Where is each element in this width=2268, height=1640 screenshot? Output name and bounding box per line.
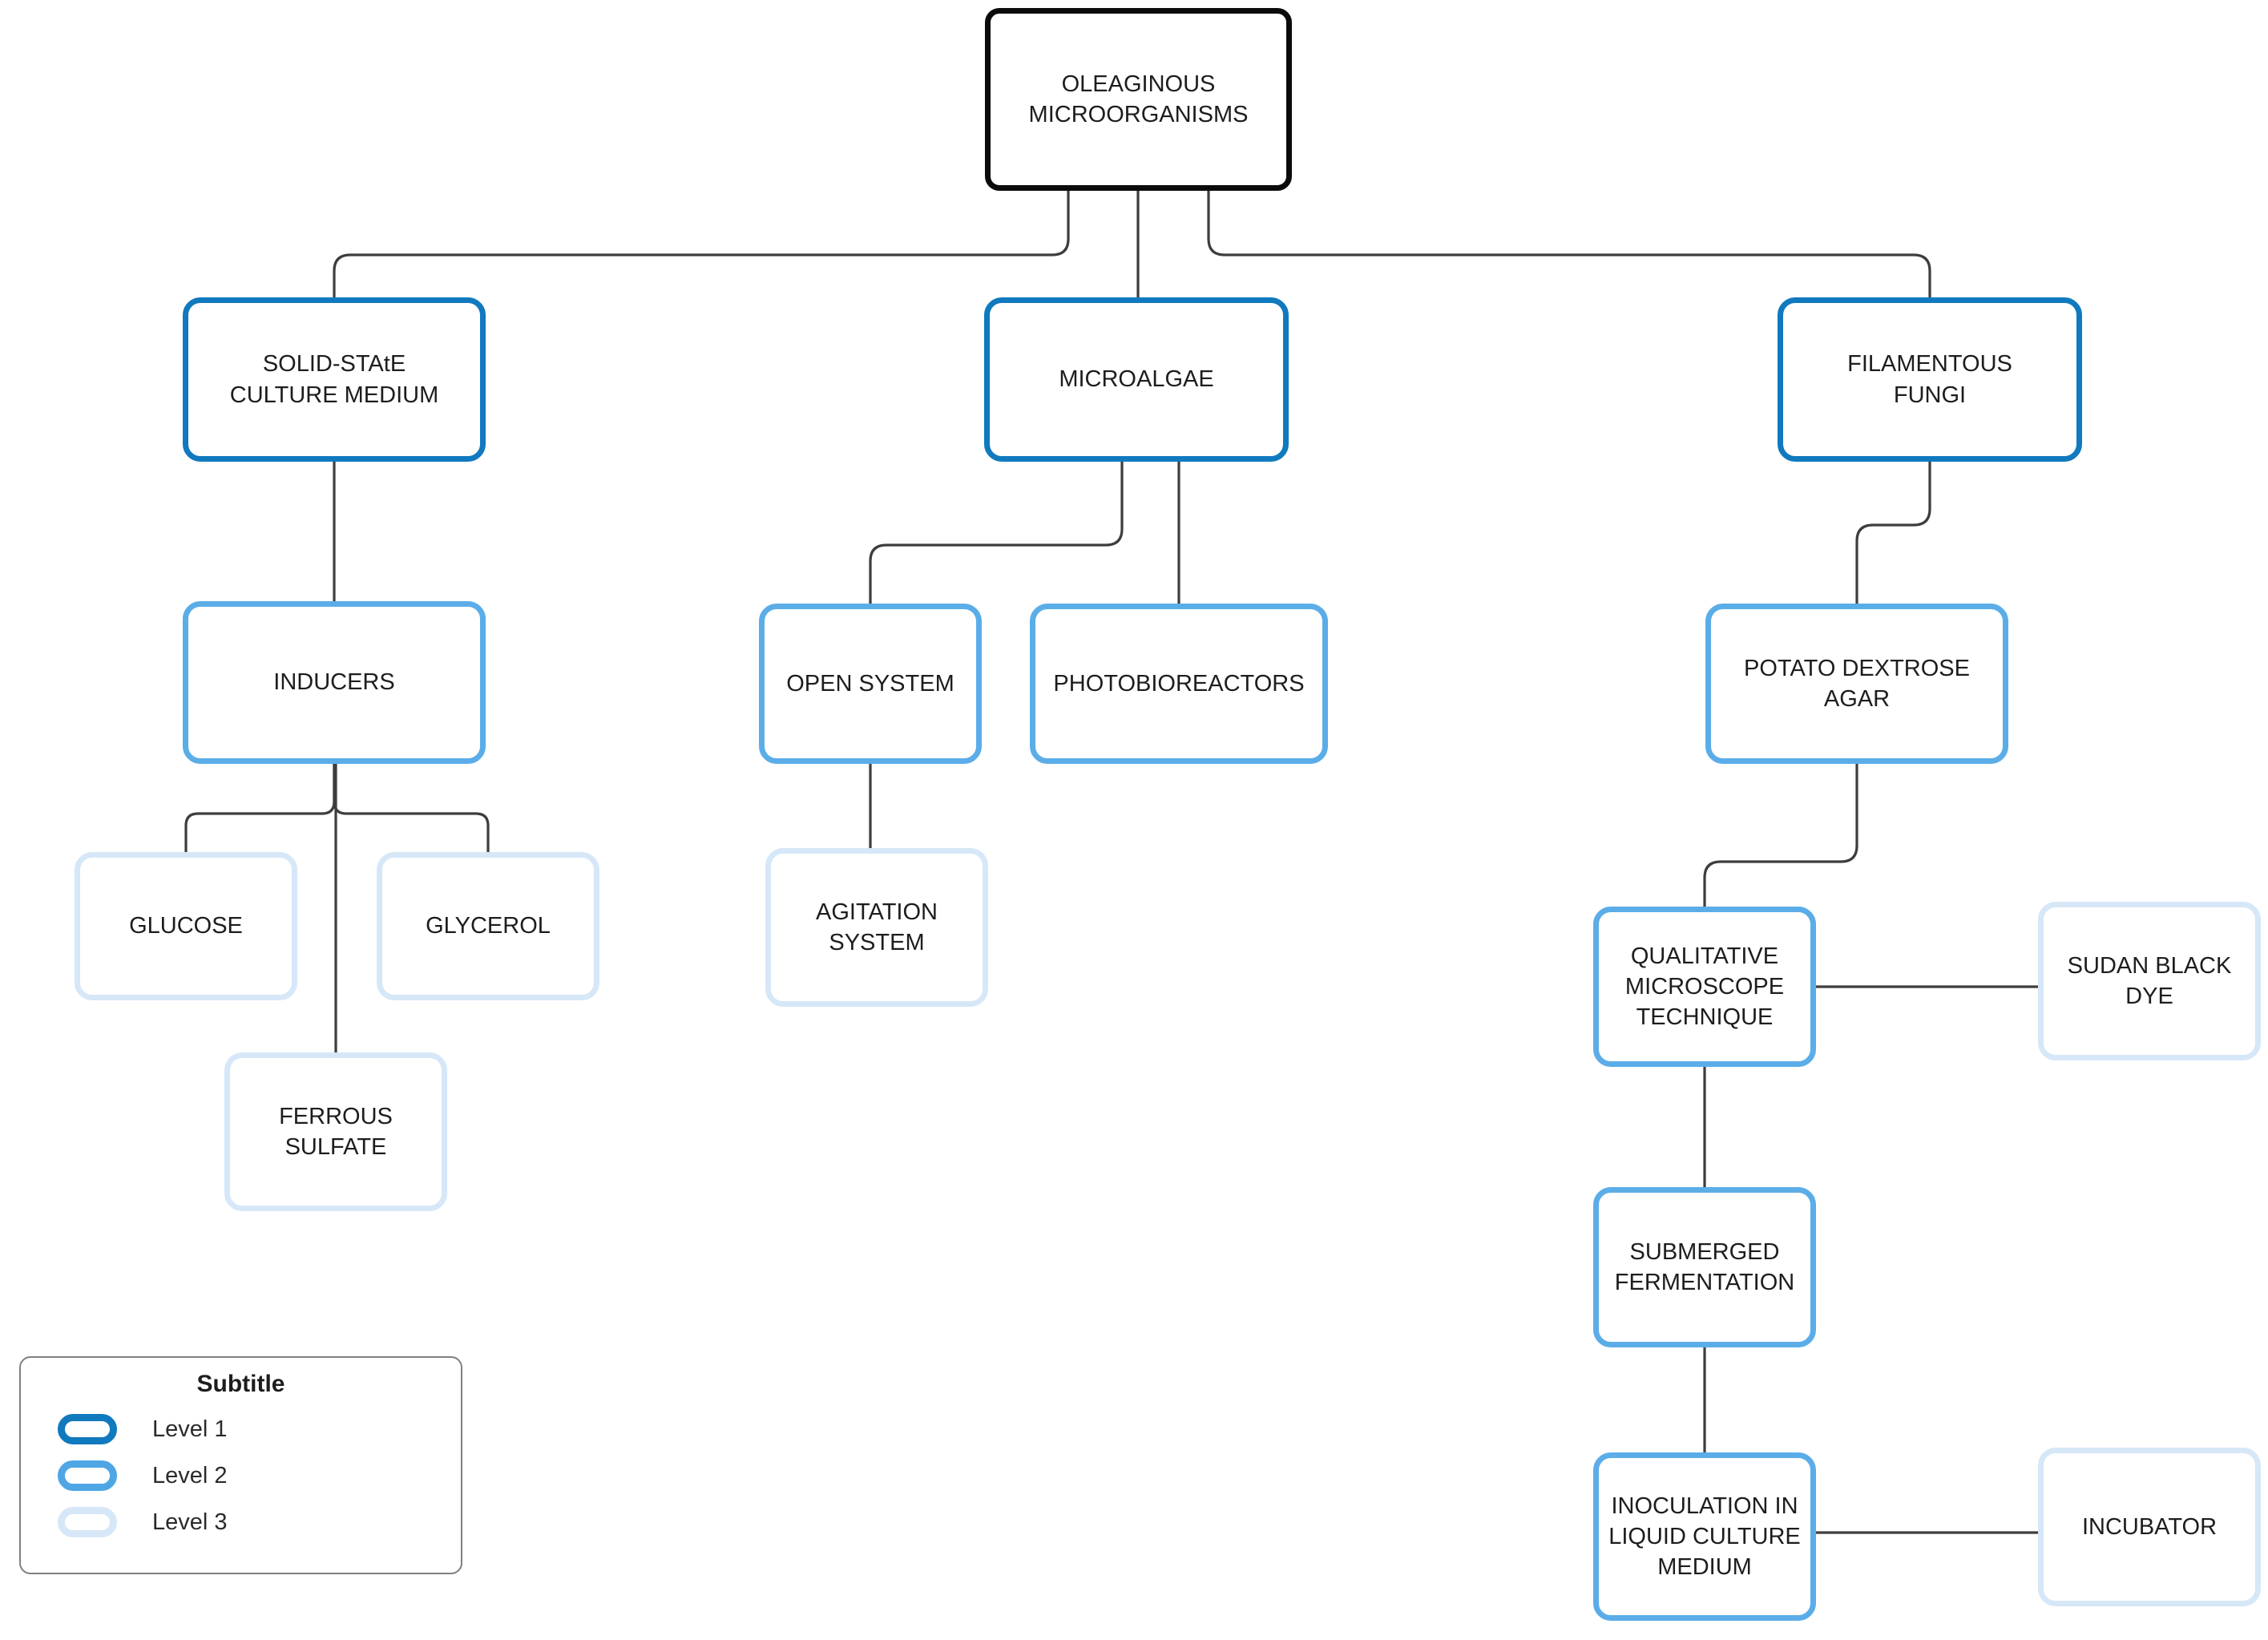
node-submerged[interactable]: SUBMERGED FERMENTATION bbox=[1593, 1187, 1816, 1347]
node-root[interactable]: OLEAGINOUS MICROORGANISMS bbox=[985, 8, 1292, 191]
edge-pda-to-qualitative-microscope bbox=[1703, 764, 1858, 907]
node-inoculation[interactable]: INOCULATION IN LIQUID CULTURE MEDIUM bbox=[1593, 1452, 1816, 1621]
node-solid_state[interactable]: SOLID-STAtE CULTURE MEDIUM bbox=[183, 297, 486, 462]
legend-swatch-icon bbox=[58, 1460, 117, 1491]
edge-filamentous-to-pda bbox=[1855, 462, 1931, 604]
node-pda[interactable]: POTATO DEXTROSE AGAR bbox=[1705, 604, 2008, 764]
node-open_system[interactable]: OPEN SYSTEM bbox=[759, 604, 982, 764]
edge-root-to-filamentous bbox=[1207, 191, 1931, 297]
node-ferrous[interactable]: FERROUS SULFATE bbox=[224, 1052, 447, 1211]
edge-inducers-to-glucose bbox=[184, 764, 336, 852]
legend-item-label: Level 2 bbox=[152, 1462, 228, 1489]
node-inducers[interactable]: INDUCERS bbox=[183, 601, 486, 764]
node-photobio[interactable]: PHOTOBIOREACTORS bbox=[1030, 604, 1328, 764]
legend-item-1: Level 1 bbox=[21, 1414, 461, 1444]
legend-rows: Level 1 Level 2 Level 3 bbox=[21, 1414, 461, 1537]
legend-item-label: Level 1 bbox=[152, 1416, 228, 1442]
node-glycerol[interactable]: GLYCEROL bbox=[377, 852, 599, 1000]
legend-swatch-icon bbox=[58, 1414, 117, 1444]
legend-item-label: Level 3 bbox=[152, 1509, 228, 1535]
node-sudan[interactable]: SUDAN BLACK DYE bbox=[2038, 902, 2261, 1060]
legend-panel: Subtitle Level 1 Level 2 Level 3 bbox=[19, 1356, 462, 1574]
node-glucose[interactable]: GLUCOSE bbox=[75, 852, 297, 1000]
node-qual_micro[interactable]: QUALITATIVE MICROSCOPE TECHNIQUE bbox=[1593, 907, 1816, 1067]
legend-swatch-icon bbox=[58, 1507, 117, 1537]
legend-title: Subtitle bbox=[196, 1371, 285, 1397]
edge-inducers-to-glycerol bbox=[333, 764, 490, 852]
node-filamentous[interactable]: FILAMENTOUS FUNGI bbox=[1778, 297, 2082, 462]
legend-item-2: Level 2 bbox=[21, 1460, 461, 1491]
node-agitation[interactable]: AGITATION SYSTEM bbox=[765, 848, 988, 1007]
legend-item-3: Level 3 bbox=[21, 1507, 461, 1537]
edge-root-to-solid-state bbox=[333, 191, 1070, 297]
node-incubator[interactable]: INCUBATOR bbox=[2038, 1448, 2261, 1606]
node-microalgae[interactable]: MICROALGAE bbox=[984, 297, 1289, 462]
edge-microalgae-to-open-system bbox=[869, 462, 1124, 604]
